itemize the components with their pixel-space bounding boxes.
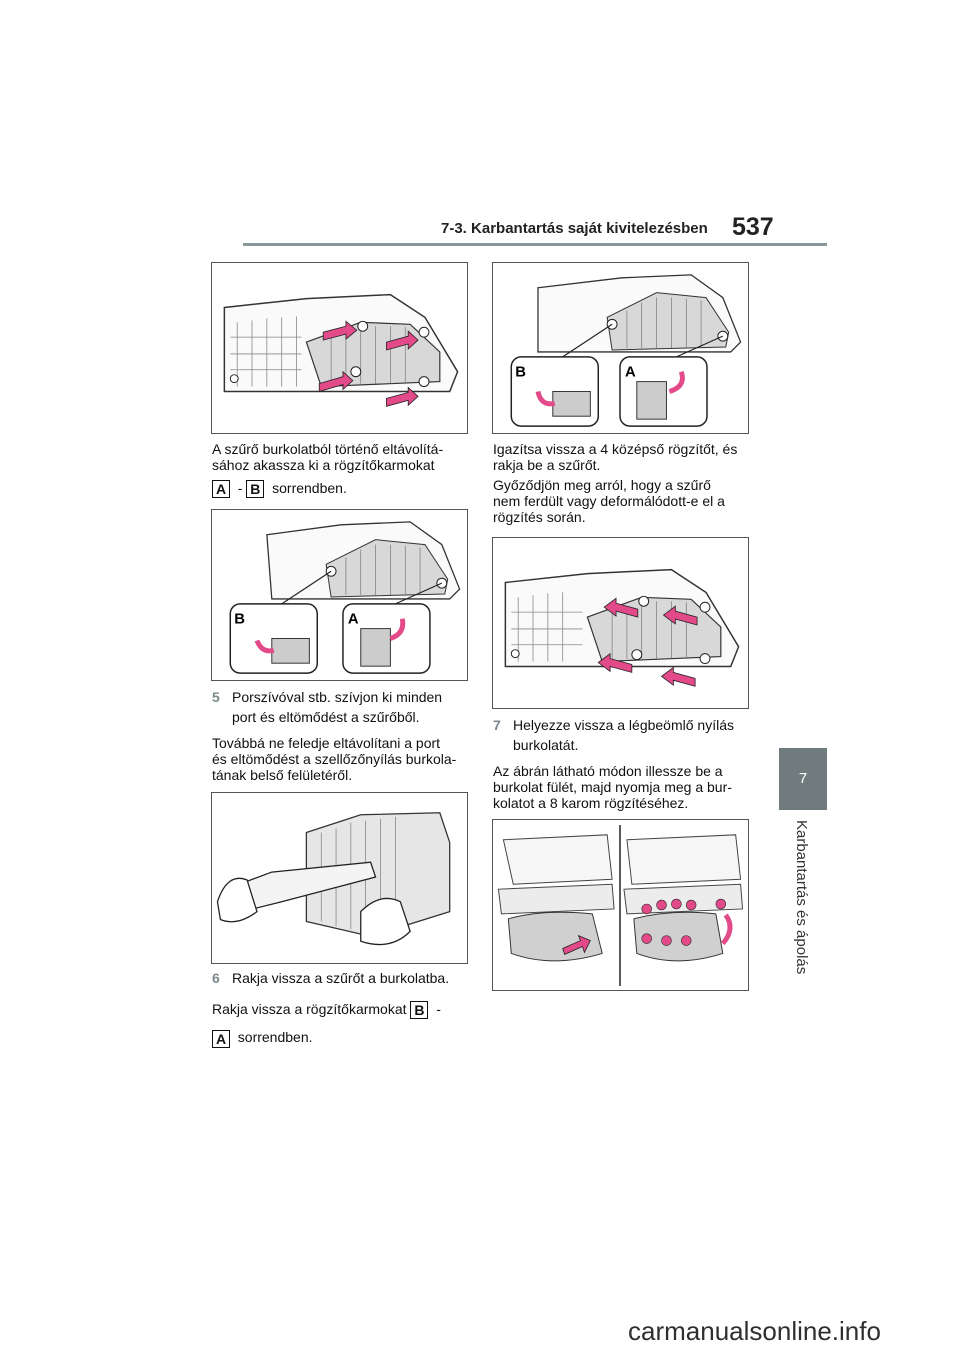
claw-order-line: A sorrendben. [212, 1029, 477, 1048]
fig-label-b: B [515, 365, 526, 381]
install-cover-illustration [497, 824, 744, 987]
claws-detail-illustration: B A [229, 521, 461, 674]
order-tail: sorrendben. [237, 1029, 313, 1046]
text-line: Az ábrán látható módon illessze be a [493, 763, 723, 779]
figure-press-filter [492, 537, 749, 709]
text-line: burkolatát. [513, 737, 579, 753]
instruction-align-clips: Igazítsa vissza a 4 középső rögzítőt, és… [493, 441, 758, 473]
text-line: Porszívóval stb. szívjon ki minden [232, 689, 443, 705]
badge-b: B [246, 480, 265, 499]
text-line: Helyezze vissza a légbeömlő nyílás [513, 717, 734, 733]
badge-a: A [212, 1029, 230, 1048]
text-line: nem ferdült vagy deformálódott-e el a [493, 493, 725, 509]
chapter-number: 7 [798, 770, 808, 787]
figure-claws-detail: B A [211, 509, 468, 681]
step-number: 6 [212, 970, 220, 986]
press-filter-illustration [504, 568, 740, 687]
step-text: Helyezze vissza a légbeömlő nyílás burko… [513, 717, 734, 753]
step-text: Porszívóval stb. szívjon ki minden port … [232, 689, 442, 725]
text-line: tának belső felületéről. [212, 767, 353, 783]
badge-a: A [212, 480, 230, 499]
figure-reattach-clips: B A [492, 262, 749, 434]
fig-label-a: A [348, 612, 359, 628]
vacuum-illustration [216, 812, 451, 946]
instruction-clean-cover: Továbbá ne feledje eltávolítani a port é… [212, 735, 477, 783]
step-5: 5 Porszívóval stb. szívjon ki minden por… [212, 689, 472, 725]
claw-order-line: A - B sorrendben. [212, 480, 472, 499]
step-text: Rakja vissza a szűrőt a burkolatba. [232, 970, 450, 986]
text-line: Rakja vissza a rögzítőkarmokat [212, 1001, 407, 1017]
text-line: rögzítés során. [493, 509, 586, 525]
text-line: és eltömődést a szellőzőnyílás burkola- [212, 751, 457, 767]
text-line: Győződjön meg arról, hogy a szűrő [493, 477, 711, 493]
text-line: Továbbá ne feledje eltávolítani a port [212, 735, 441, 751]
instruction-remove-claws: A szűrő burkolatból történő eltávolítá- … [212, 441, 472, 499]
text-line: sához akassza ki a rögzítőkarmokat [212, 457, 435, 473]
fig-label-a: A [625, 365, 636, 381]
dash: - [237, 480, 243, 496]
section-title: 7-3. Karbantartás saját kivitelezésben [441, 220, 708, 237]
chapter-title: Karbantartás és ápolás [793, 820, 810, 975]
text-line: port és eltömődést a szűrőből. [232, 709, 420, 725]
page-number: 537 [732, 213, 774, 241]
claw-order-line: Rakja vissza a rögzítőkarmokat B - [212, 1001, 477, 1020]
figure-filter-removal [211, 262, 468, 434]
chapter-tab[interactable]: 7 [779, 748, 827, 810]
step-7: 7 Helyezze vissza a légbeömlő nyílás bur… [493, 717, 758, 753]
badge-b: B [410, 1001, 429, 1020]
figure-install-cover [492, 819, 749, 991]
step-number: 7 [493, 717, 501, 733]
reattach-clips-illustration: B A [510, 274, 742, 427]
order-tail: sorrendben. [272, 480, 347, 496]
step-number: 5 [212, 689, 220, 705]
text-line: rakja be a szűrőt. [493, 457, 601, 473]
step-6: 6 Rakja vissza a szűrőt a burkolatba. [212, 970, 477, 986]
dash: - [436, 1001, 441, 1017]
text-line: kolatot a 8 karom rögzítéséhez. [493, 795, 689, 811]
figure-vacuum-cleaning [211, 792, 468, 964]
instruction-reinstall-claws: Rakja vissza a rögzítőkarmokat B - A sor… [212, 1001, 477, 1048]
instruction-install-cover: Az ábrán látható módon illessze be a bur… [493, 763, 758, 811]
fig-label-b: B [234, 612, 245, 628]
filter-cover-illustration [223, 293, 459, 407]
header-rule [243, 243, 827, 246]
text-line: A szűrő burkolatból történő eltávolítá- [212, 441, 444, 457]
text-line: Igazítsa vissza a 4 középső rögzítőt, és [493, 441, 738, 457]
footer-watermark[interactable]: carmanualsonline.info [628, 1316, 881, 1346]
text-line: burkolat fülét, majd nyomja meg a bur- [493, 779, 732, 795]
instruction-check-filter: Győződjön meg arról, hogy a szűrő nem fe… [493, 477, 758, 525]
